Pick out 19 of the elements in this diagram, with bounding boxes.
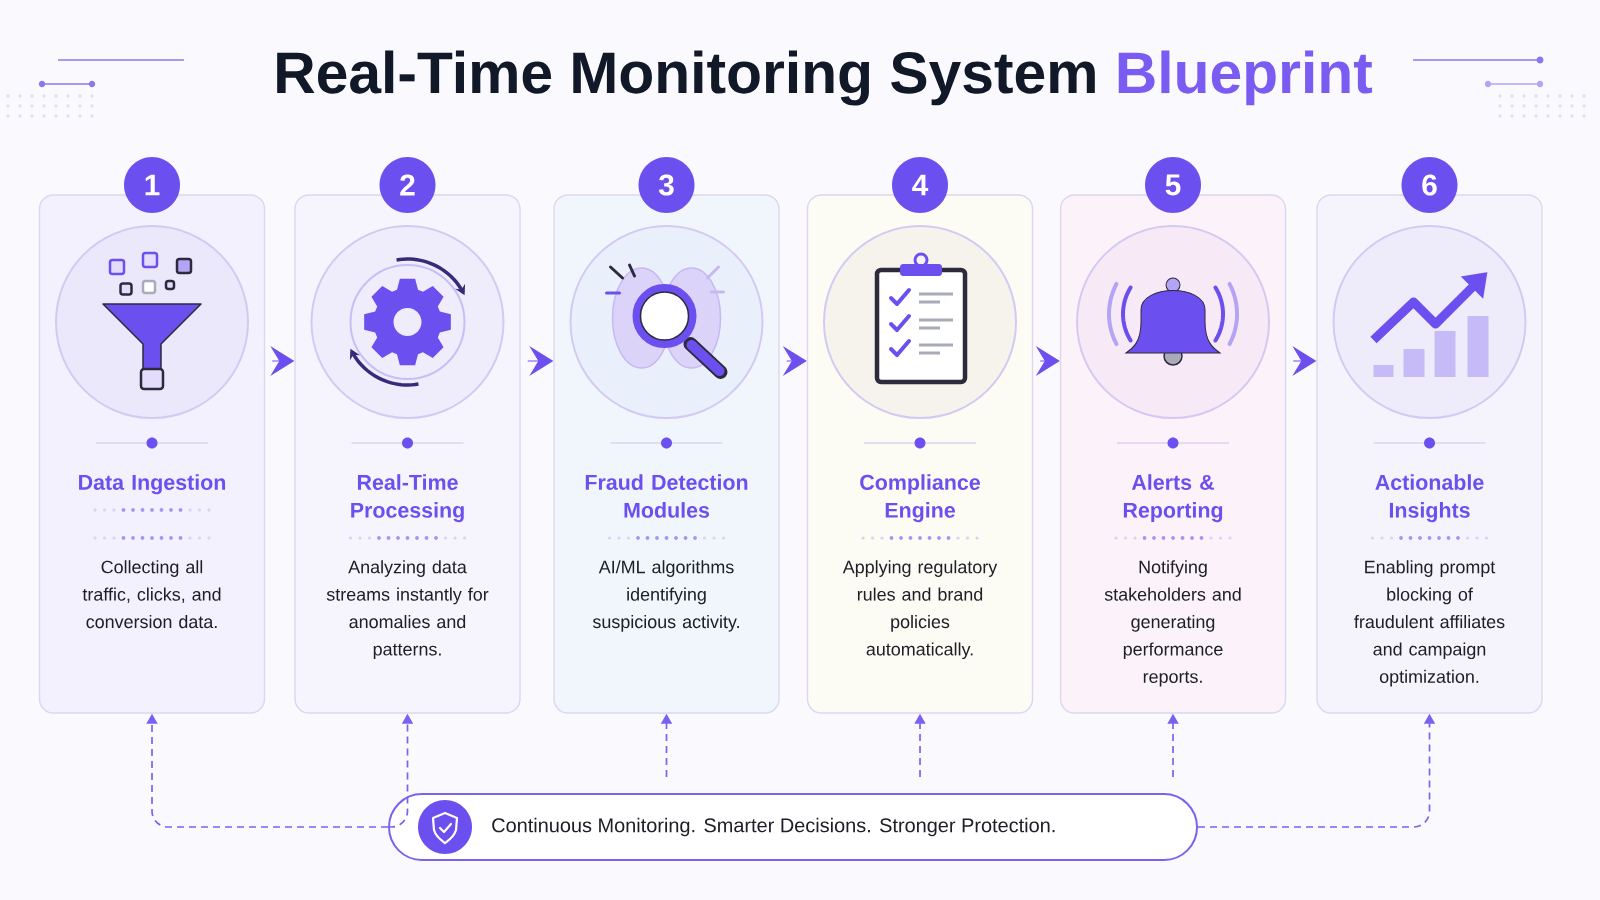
step-description: Collecting all traffic, clicks, and conversion data.	[82, 560, 221, 629]
chevron-arrow	[527, 347, 553, 375]
step-description: Applying regulatory rules and brand policies automatically.	[842, 560, 998, 660]
title: Real-Time Monitoring System Blueprint	[277, 50, 1373, 106]
step-title: Compliance Engine	[860, 474, 980, 523]
step-title: Real-Time Processing	[351, 474, 464, 523]
chevron-arrow	[1036, 347, 1060, 375]
chevron-arrow	[1292, 347, 1316, 375]
step-description: Analyzing data streams instantly for anomalies and patterns.	[326, 560, 489, 660]
step-title: Actionable Insights	[1375, 474, 1484, 523]
chevron-arrow	[271, 347, 294, 375]
banner: Continuous Monitoring. Smarter Decisions. Stronger Protection.	[388, 793, 1198, 861]
step-title: Fraud Detection Modules	[585, 474, 748, 518]
step-description: Enabling prompt blocking of fraudulent affiliates and campaign optimization.	[1354, 560, 1505, 687]
chevron-arrow	[783, 347, 807, 375]
step-title: Alerts & Reporting	[1123, 474, 1223, 523]
step-title: Data Ingestion	[79, 474, 226, 495]
step-description: AI/ML algorithms identifying suspicious activity.	[592, 560, 739, 632]
step-description: Notifying stakeholders and generating performance reports.	[1104, 560, 1241, 687]
